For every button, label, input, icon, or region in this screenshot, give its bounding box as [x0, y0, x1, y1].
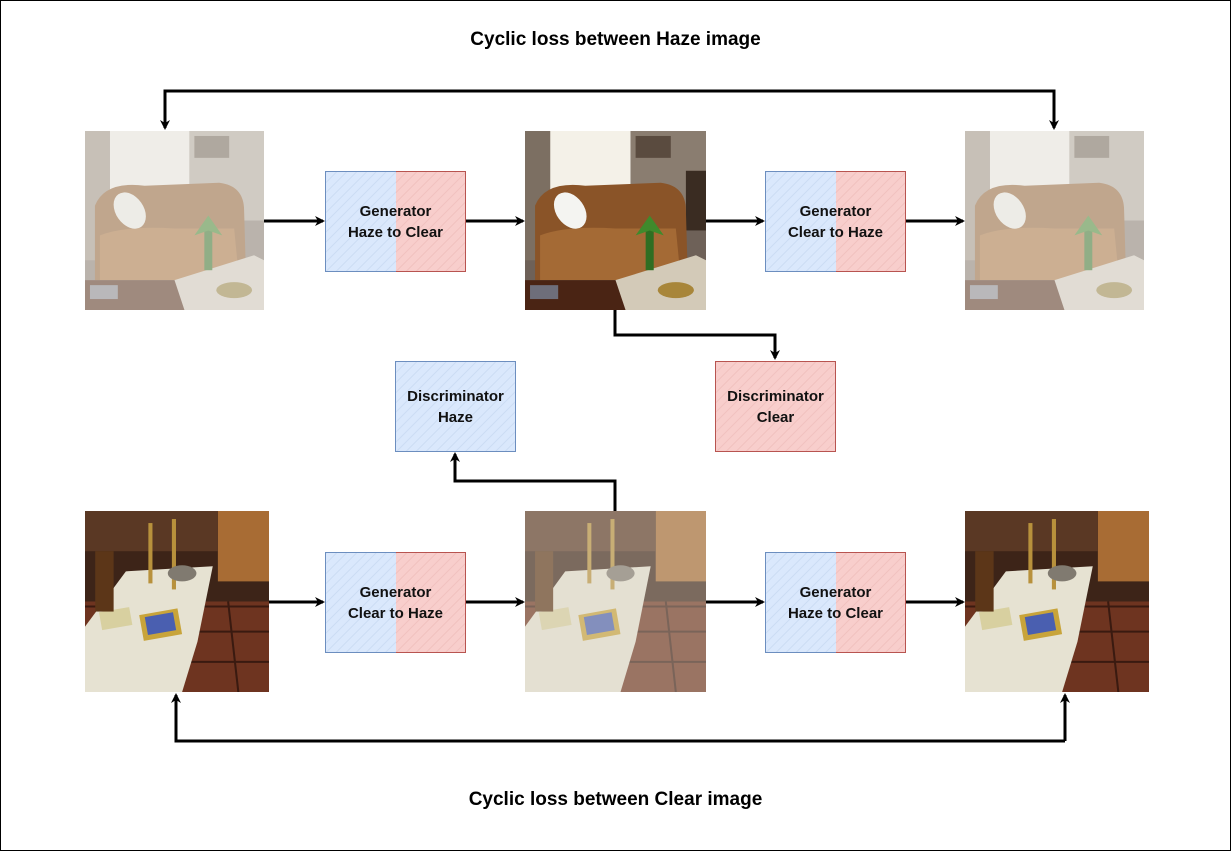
discriminator-haze: Discriminator Haze: [395, 361, 516, 452]
generator-direction: Clear to Haze: [347, 604, 444, 622]
reconstructed-clear-dining-room-image: [965, 511, 1149, 692]
cyclic-loss-haze-title: Cyclic loss between Haze image: [470, 29, 761, 50]
cyclic-loss-clear-title: Cyclic loss between Clear image: [468, 789, 763, 810]
generator-label: Generator: [359, 202, 432, 220]
hazy-living-room-input-image: [85, 131, 264, 310]
generator-haze-to-clear-bottom: Generator Haze to Clear: [765, 552, 906, 653]
generator-label: Generator: [799, 583, 872, 601]
generator-label: Generator: [799, 202, 872, 220]
generator-direction: Haze to Clear: [347, 223, 444, 241]
cyclic-loss-clear-connector: [171, 693, 1065, 743]
arrow-dehazed-to-discriminator-clear: [613, 310, 780, 360]
hazy-dining-room-image: [525, 511, 706, 692]
generator-direction: Clear to Haze: [787, 223, 884, 241]
reconstructed-hazy-living-room-image: [965, 131, 1144, 310]
generator-label: Generator: [359, 583, 432, 601]
generator-direction: Haze to Clear: [787, 604, 884, 622]
discriminator-label: Discriminator: [407, 387, 504, 405]
generator-haze-to-clear-top: Generator Haze to Clear: [325, 171, 466, 272]
arrow-hazy-dining-to-discriminator-haze: [450, 452, 617, 511]
dehazed-living-room-image: [525, 131, 706, 310]
clear-dining-room-input-image: [85, 511, 269, 692]
discriminator-clear: Discriminator Clear: [715, 361, 836, 452]
cyclic-loss-haze-connector: [160, 89, 1056, 130]
discriminator-label: Discriminator: [727, 387, 824, 405]
discriminator-domain: Haze: [437, 408, 473, 426]
discriminator-domain: Clear: [756, 408, 795, 426]
generator-clear-to-haze-bottom: Generator Clear to Haze: [325, 552, 466, 653]
generator-clear-to-haze-top: Generator Clear to Haze: [765, 171, 906, 272]
